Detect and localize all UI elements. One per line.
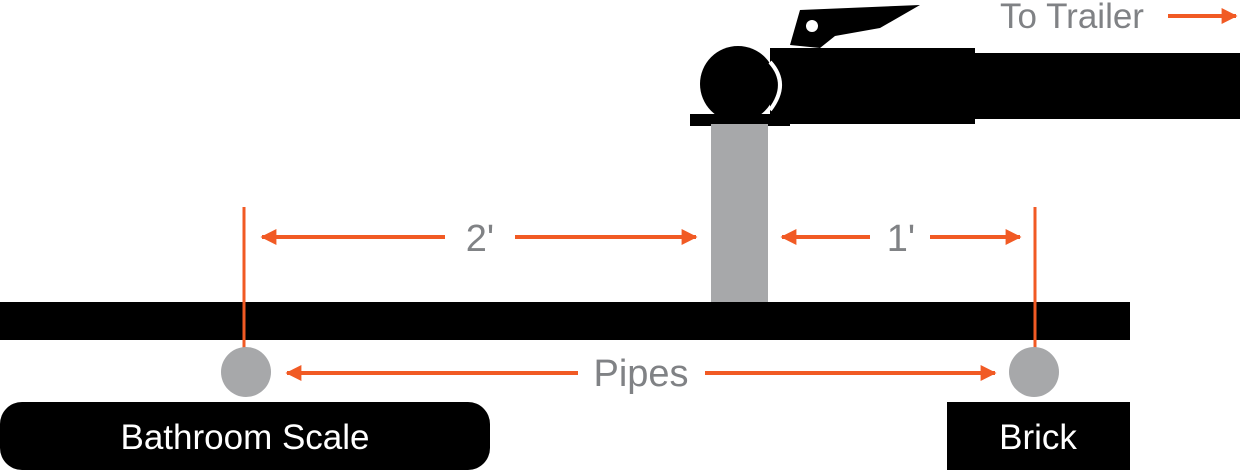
bathroom-scale — [0, 402, 490, 470]
brick — [947, 402, 1130, 470]
trailer-coupler-icon — [690, 5, 1240, 126]
board — [0, 302, 1130, 340]
pipe-right — [1009, 347, 1059, 397]
bathroom-scale-label: Bathroom Scale — [120, 418, 369, 457]
right-distance-label: 1' — [887, 218, 915, 260]
jack-post — [711, 124, 768, 302]
pipe-left — [221, 347, 271, 397]
pipes-label: Pipes — [593, 353, 688, 395]
to-trailer-label: To Trailer — [1000, 0, 1144, 36]
brick-label: Brick — [999, 418, 1077, 457]
left-distance-label: 2' — [466, 218, 494, 260]
